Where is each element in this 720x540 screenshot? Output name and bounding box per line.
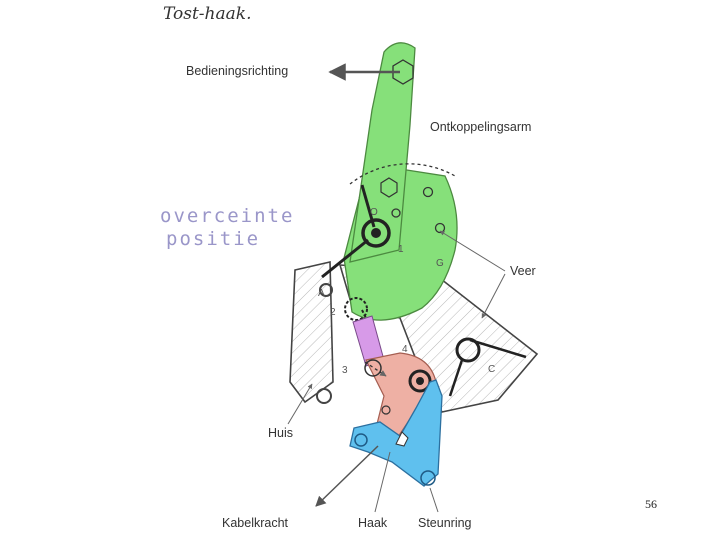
arm-travel-arc [349, 163, 456, 185]
contact-point-2 [344, 297, 368, 321]
point-label-1: 1 [398, 244, 404, 255]
point-label-4: 4 [402, 344, 408, 355]
point-label-o: O [370, 207, 378, 218]
hook-coil [408, 369, 432, 393]
arm-hole [391, 208, 401, 218]
point-label-a: A [318, 288, 325, 299]
hook-hole [381, 405, 391, 415]
label-steunring: Steunring [418, 516, 472, 530]
page-number: 56 [645, 497, 657, 511]
housing-bolt [316, 388, 332, 404]
hook-catch [395, 431, 409, 447]
spring-c-leg [448, 359, 464, 397]
handwritten-note-line1: overceinte [160, 205, 294, 227]
hook-coil-center [416, 377, 424, 385]
travel-arrow [364, 361, 387, 377]
spring-c-coil [455, 337, 481, 363]
label-huis: Huis [268, 426, 293, 440]
hook-pivot-3 [364, 359, 382, 377]
steunring-leader [429, 487, 439, 513]
cable-force-arrow [315, 445, 379, 507]
pivot-spring-leg [321, 238, 369, 279]
housing-left-part [289, 261, 334, 404]
arm-hole [422, 186, 434, 198]
veer-arrow [439, 230, 506, 272]
pivot-center [371, 228, 381, 238]
hex-nut-icon [392, 59, 414, 85]
point-label-2: 2 [330, 307, 336, 318]
hex-nut-icon [380, 177, 398, 198]
label-kabelkracht: Kabelkracht [222, 516, 289, 530]
point-label-3: 3 [342, 365, 348, 376]
steunring-pin [420, 470, 436, 486]
haak-leader [374, 451, 391, 513]
pivot-coil [361, 218, 391, 248]
label-veer: Veer [510, 264, 536, 278]
steunring-body [349, 379, 443, 487]
point-label-c: C [488, 364, 495, 375]
label-ontkoppelingsarm: Ontkoppelingsarm [430, 120, 531, 134]
page-title: Tost-haak. [163, 4, 251, 24]
label-bedieningsrichting: Bedieningsrichting [186, 64, 288, 78]
label-haak: Haak [358, 516, 388, 530]
point-label-g: G [436, 258, 444, 269]
handwritten-note-line2: positie [166, 228, 260, 250]
veer-arrow [481, 273, 506, 319]
huis-arrow [287, 383, 313, 425]
spring-c-leg [469, 338, 527, 359]
release-arm-handle [349, 42, 416, 263]
housing-pivot-a [319, 283, 333, 297]
steunring-pin [354, 433, 368, 447]
